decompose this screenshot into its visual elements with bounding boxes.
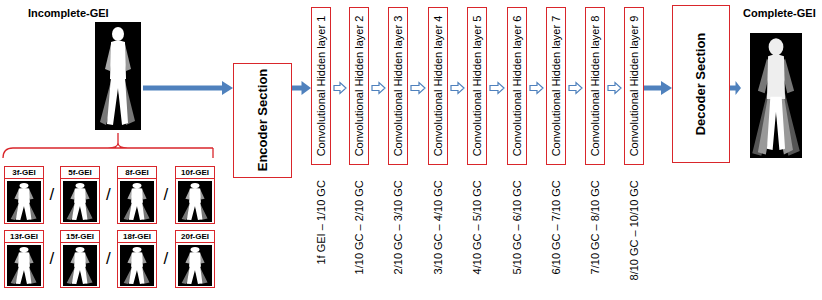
thumbnail-label: 8f-GEI xyxy=(118,167,156,179)
box-label: Convolutional Hidden layer 4 xyxy=(432,16,445,157)
gait-energy-image xyxy=(178,245,212,286)
thumbnail-label: 20f-GEI xyxy=(176,231,214,243)
gait-energy-image xyxy=(120,181,154,222)
layer-range-label: 8/10 GC – 10/10 GC xyxy=(628,180,641,280)
separator-slash: / xyxy=(106,185,111,205)
thumbnail-label: 18f-GEI xyxy=(118,231,156,243)
separator-slash: / xyxy=(50,185,55,205)
hidden-layer-box: Convolutional Hidden layer 5 xyxy=(467,7,487,165)
box-label: Convolutional Hidden layer 7 xyxy=(550,16,563,157)
thumbnail-label: 15f-GEI xyxy=(61,231,99,243)
hidden-layer-box: Convolutional Hidden layer 4 xyxy=(428,7,448,165)
separator-slash: / xyxy=(164,185,169,205)
thumbnail-box: 18f-GEI xyxy=(117,230,157,288)
layer-range-label: 2/10 GC – 3/10 GC xyxy=(392,180,405,274)
decoder-box: Decoder Section xyxy=(672,5,730,163)
grouping-bracket xyxy=(3,133,213,158)
layer-range-label: 6/10 GC – 7/10 GC xyxy=(550,180,563,274)
image-box: Complete-GEI xyxy=(741,3,818,163)
hidden-layer-box: Convolutional Hidden layer 8 xyxy=(585,7,605,165)
layer-range-label: 3/10 GC – 4/10 GC xyxy=(432,180,445,274)
gait-energy-image xyxy=(750,33,802,158)
thumbnail-label: 13f-GEI xyxy=(5,231,43,243)
gait-energy-image xyxy=(178,181,212,222)
thumbnail-box: 8f-GEI xyxy=(117,166,157,224)
thumbnail-box: 20f-GEI xyxy=(175,230,215,288)
box-label: Convolutional Hidden layer 8 xyxy=(589,16,602,157)
thumbnail-label: 5f-GEI xyxy=(61,167,99,179)
hollow-arrow xyxy=(530,83,543,94)
box-label: Convolutional Hidden layer 9 xyxy=(628,16,641,157)
gait-energy-image xyxy=(120,245,154,286)
hollow-arrow xyxy=(451,83,464,94)
hidden-layer-box: Convolutional Hidden layer 2 xyxy=(349,7,369,165)
hollow-arrow xyxy=(569,83,582,94)
thumbnail-box: 5f-GEI xyxy=(60,166,100,224)
layer-range-label: 4/10 GC – 5/10 GC xyxy=(471,180,484,274)
box-label: Convolutional Hidden layer 6 xyxy=(511,16,524,157)
hidden-layer-box: Convolutional Hidden layer 6 xyxy=(507,7,527,165)
separator-slash: / xyxy=(164,249,169,269)
flow-arrow xyxy=(730,81,741,95)
gait-energy-image xyxy=(95,22,141,130)
thumbnail-box: 10f-GEI xyxy=(175,166,215,224)
separator-slash: / xyxy=(106,249,111,269)
box-label: Convolutional Hidden layer 1 xyxy=(315,16,328,157)
thumbnail-box: 13f-GEI xyxy=(4,230,44,288)
image-heading: Complete-GEI xyxy=(743,7,816,19)
hollow-arrow xyxy=(490,83,504,94)
thumbnail-box: 3f-GEI xyxy=(4,166,44,224)
hidden-layer-box: Convolutional Hidden layer 3 xyxy=(388,7,408,165)
gait-energy-image xyxy=(63,181,97,222)
box-label: Convolutional Hidden layer 2 xyxy=(353,16,366,157)
gait-energy-image xyxy=(63,245,97,286)
hidden-layer-box: Convolutional Hidden layer 7 xyxy=(546,7,566,165)
hidden-layer-box: Convolutional Hidden layer 1 xyxy=(311,7,331,165)
box-label: Encoder Section xyxy=(255,69,270,172)
hollow-arrow xyxy=(608,83,621,94)
layer-range-label: 7/10 GC – 8/10 GC xyxy=(589,180,602,274)
flow-arrow xyxy=(644,81,672,95)
layer-range-label: 1f GEI – 1/10 GC xyxy=(315,180,328,264)
gait-energy-image xyxy=(7,245,41,286)
image-box: Incomplete-GEI xyxy=(18,3,143,133)
hollow-arrow xyxy=(411,83,425,94)
hidden-layer-box: Convolutional Hidden layer 9 xyxy=(624,7,644,165)
thumbnail-box: 15f-GEI xyxy=(60,230,100,288)
thumbnail-label: 10f-GEI xyxy=(176,167,214,179)
layer-range-label: 5/10 GC – 6/10 GC xyxy=(511,180,524,274)
gait-energy-image xyxy=(7,181,41,222)
image-heading: Incomplete-GEI xyxy=(28,7,109,19)
layer-range-label: 1/10 GC – 2/10 GC xyxy=(353,180,366,274)
separator-slash: / xyxy=(50,249,55,269)
box-label: Convolutional Hidden layer 5 xyxy=(471,16,484,157)
box-label: Decoder Section xyxy=(694,33,709,136)
hollow-arrow xyxy=(372,83,385,94)
encoder-box: Encoder Section xyxy=(233,63,292,178)
thumbnail-label: 3f-GEI xyxy=(5,167,43,179)
hollow-arrow xyxy=(334,83,346,94)
box-label: Convolutional Hidden layer 3 xyxy=(392,16,405,157)
flow-arrow xyxy=(143,81,233,95)
flow-arrow xyxy=(292,81,311,95)
